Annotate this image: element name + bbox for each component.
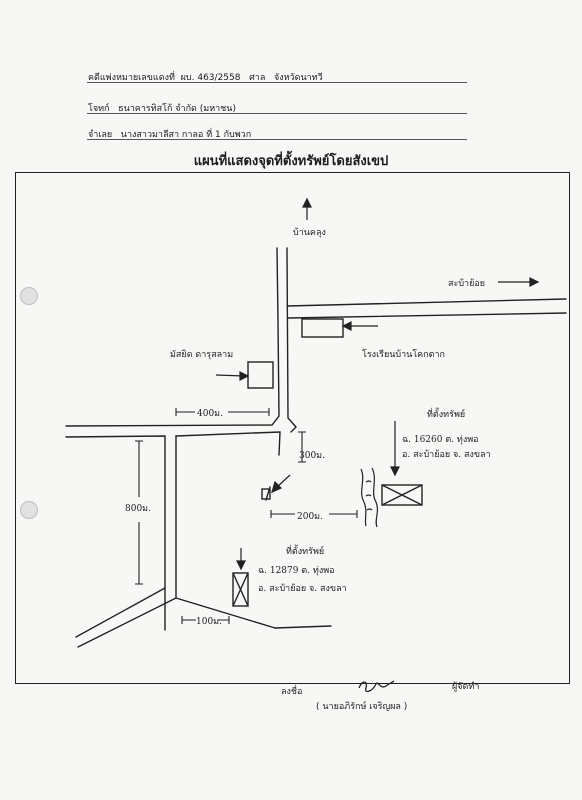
road-north-right-edge — [286, 247, 297, 433]
road-south-bottom — [175, 435, 276, 629]
defendant-label: จำเลย — [88, 130, 113, 140]
north-label: บ้านคลุง — [293, 228, 326, 238]
road-southwest — [75, 587, 166, 638]
mosque-building — [247, 361, 274, 389]
distance-100: 100ม. — [196, 617, 222, 627]
river-left-bank — [360, 468, 367, 527]
defendant-name: นางสาวมาลีสา กาลอ ที่ 1 กับพวก — [120, 130, 252, 140]
dim-400-left — [175, 408, 195, 416]
road-east-bottom — [287, 312, 567, 319]
property-2-heading: ที่ตั้งทรัพย์ — [286, 547, 325, 557]
dim-400-right — [228, 408, 270, 416]
plaintiff-line: โจทก์ ธนาคารทิสโก้ จำกัด (มหาชน) — [88, 101, 236, 115]
plaintiff-name: ธนาคารทิสโก้ จำกัด (มหาชน) — [118, 104, 236, 114]
dim-100-left — [181, 616, 196, 624]
signer-name: ( นายอภิรักษ์ เจริญผล ) — [316, 702, 408, 712]
mosque-arrow-head — [239, 371, 250, 381]
distance-200: 200ม. — [297, 512, 323, 522]
plaintiff-label: โจทก์ — [88, 104, 110, 114]
north-arrow-head — [302, 197, 312, 208]
road-east-top — [286, 298, 567, 307]
road-southwest-2 — [77, 597, 177, 648]
mosque-arrow — [215, 374, 245, 377]
property-1-hatch — [381, 484, 423, 506]
case-label: คดีแพ่งหมายเลขแดงที่ — [88, 73, 175, 83]
property-2-line2: อ. สะบ้าย้อย จ. สงขลา — [258, 584, 347, 594]
court-label: ศาล — [249, 73, 266, 83]
dim-100-right — [218, 616, 230, 624]
road-southeast — [274, 625, 332, 629]
property-2-hatch — [232, 572, 249, 607]
spur-arrow-head — [271, 480, 283, 494]
dim-800-bottom — [135, 522, 143, 585]
maker-label: ผู้จัดทำ — [452, 682, 480, 692]
sign-label: ลงชื่อ — [281, 687, 303, 697]
defendant-underline — [87, 139, 467, 140]
property-1-line2: อ. สะบ้าย้อย จ. สงขลา — [402, 450, 491, 460]
road-west-bottom — [65, 435, 166, 631]
dim-300 — [298, 431, 306, 463]
school-label: โรงเรียนบ้านโคกตาก — [362, 350, 445, 360]
road-north-left-edge — [65, 247, 280, 427]
property2-arrow-head — [236, 560, 246, 571]
distance-800: 800ม. — [125, 504, 151, 514]
punch-hole-bottom — [20, 501, 38, 519]
school-building — [301, 318, 344, 338]
property1-arrow-head — [390, 466, 400, 477]
property-2-box — [232, 572, 249, 607]
dim-800-top — [135, 440, 143, 497]
property-2-line1: ฉ. 12879 ต. ทุ่งพอ — [258, 566, 335, 576]
distance-400: 400ม. — [197, 409, 223, 419]
school-arrow-head — [341, 321, 352, 331]
case-number-line: คดีแพ่งหมายเลขแดงที่ ผบ. 463/2558 ศาล จั… — [88, 70, 323, 84]
east-label: สะบ้าย้อย — [448, 279, 486, 289]
defendant-line: จำเลย นางสาวมาลีสา กาลอ ที่ 1 กับพวก — [88, 127, 251, 141]
road-south-left — [175, 431, 281, 456]
river-right-bank — [371, 467, 379, 528]
case-number: ผบ. 463/2558 — [180, 73, 241, 83]
dim-200-right — [329, 510, 358, 518]
distance-300: 300ม. — [299, 451, 325, 461]
signature-mark — [358, 680, 395, 693]
property-1-line1: ฉ. 16260 ต. ทุ่งพอ — [402, 435, 479, 445]
river-ripples — [365, 480, 373, 511]
punch-hole-top — [20, 287, 38, 305]
court-name: จังหวัดนาทวี — [273, 73, 323, 83]
plaintiff-underline — [87, 113, 467, 114]
property-1-box — [381, 484, 423, 506]
case-underline — [87, 82, 467, 83]
east-arrow-head — [529, 277, 540, 287]
map-frame — [15, 172, 570, 684]
mosque-label: มัสยิด ดารุสลาม — [170, 350, 234, 360]
small-marker-box — [261, 488, 271, 500]
property-1-heading: ที่ตั้งทรัพย์ — [427, 410, 466, 420]
dim-200-left — [270, 510, 295, 518]
page-title: แผนที่แสดงจุดที่ตั้งทรัพย์โดยสังเขป — [193, 154, 389, 169]
